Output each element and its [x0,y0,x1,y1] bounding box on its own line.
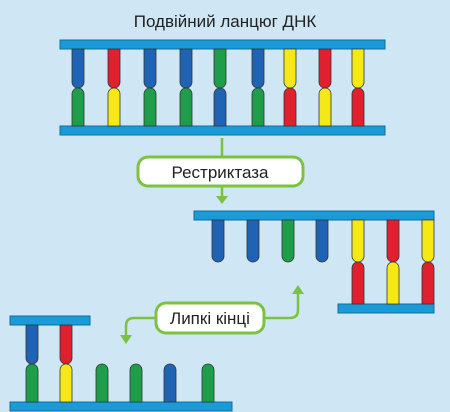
base-top [246,219,260,263]
base-bottom [95,363,109,403]
base-top [71,48,85,89]
base-bottom [163,363,177,403]
base-bottom [283,87,297,127]
base-bottom [386,261,400,305]
base-bottom [201,363,215,403]
arrow-down-icon [120,335,132,344]
base-bottom [143,87,157,127]
arrows [120,138,304,344]
left-bottom-backbone [9,401,233,412]
base-top [107,48,121,89]
base-top [59,324,73,365]
base-top [386,219,400,263]
arrow-up-icon [292,285,304,294]
base-bottom [129,363,143,403]
base-top [315,219,329,263]
base-top [143,48,157,89]
base-bottom [71,87,85,127]
diagram-title: Подвійний ланцюг ДНК [134,12,317,31]
base-top [211,219,225,263]
arrow-shaft [124,316,160,336]
base-top [179,48,193,89]
left-dna-fragment [9,315,233,412]
base-bottom [251,87,265,127]
enzyme-callout-box [136,155,305,188]
enzyme-label: Рестриктаза [171,163,269,182]
left-top-backbone [9,315,91,326]
base-bottom [351,87,365,127]
base-top [351,48,365,89]
right-dna-fragment [193,210,435,314]
base-bottom [318,87,332,127]
base-bottom [107,87,121,127]
base-bottom [25,363,39,403]
base-top [25,324,39,365]
base-top [318,48,332,89]
bottom-backbone [59,125,386,136]
sticky-ends-callout-box [154,301,266,335]
base-bottom [421,261,435,305]
base-bottom [179,87,193,127]
arrow-shaft [264,293,300,320]
base-top [251,48,265,89]
right-top-backbone [193,210,435,221]
base-bottom [59,363,73,403]
base-bottom [213,87,227,127]
base-top [213,48,227,89]
base-top [281,219,295,263]
base-bottom [351,261,365,305]
base-top [421,219,435,263]
base-top [283,48,297,89]
sticky-ends-label: Липкі кінці [170,309,250,328]
full-dna-double-strand [59,39,386,136]
top-backbone [59,39,386,50]
base-top [351,219,365,263]
arrow-down-icon [216,196,228,204]
right-bottom-backbone [337,303,435,314]
